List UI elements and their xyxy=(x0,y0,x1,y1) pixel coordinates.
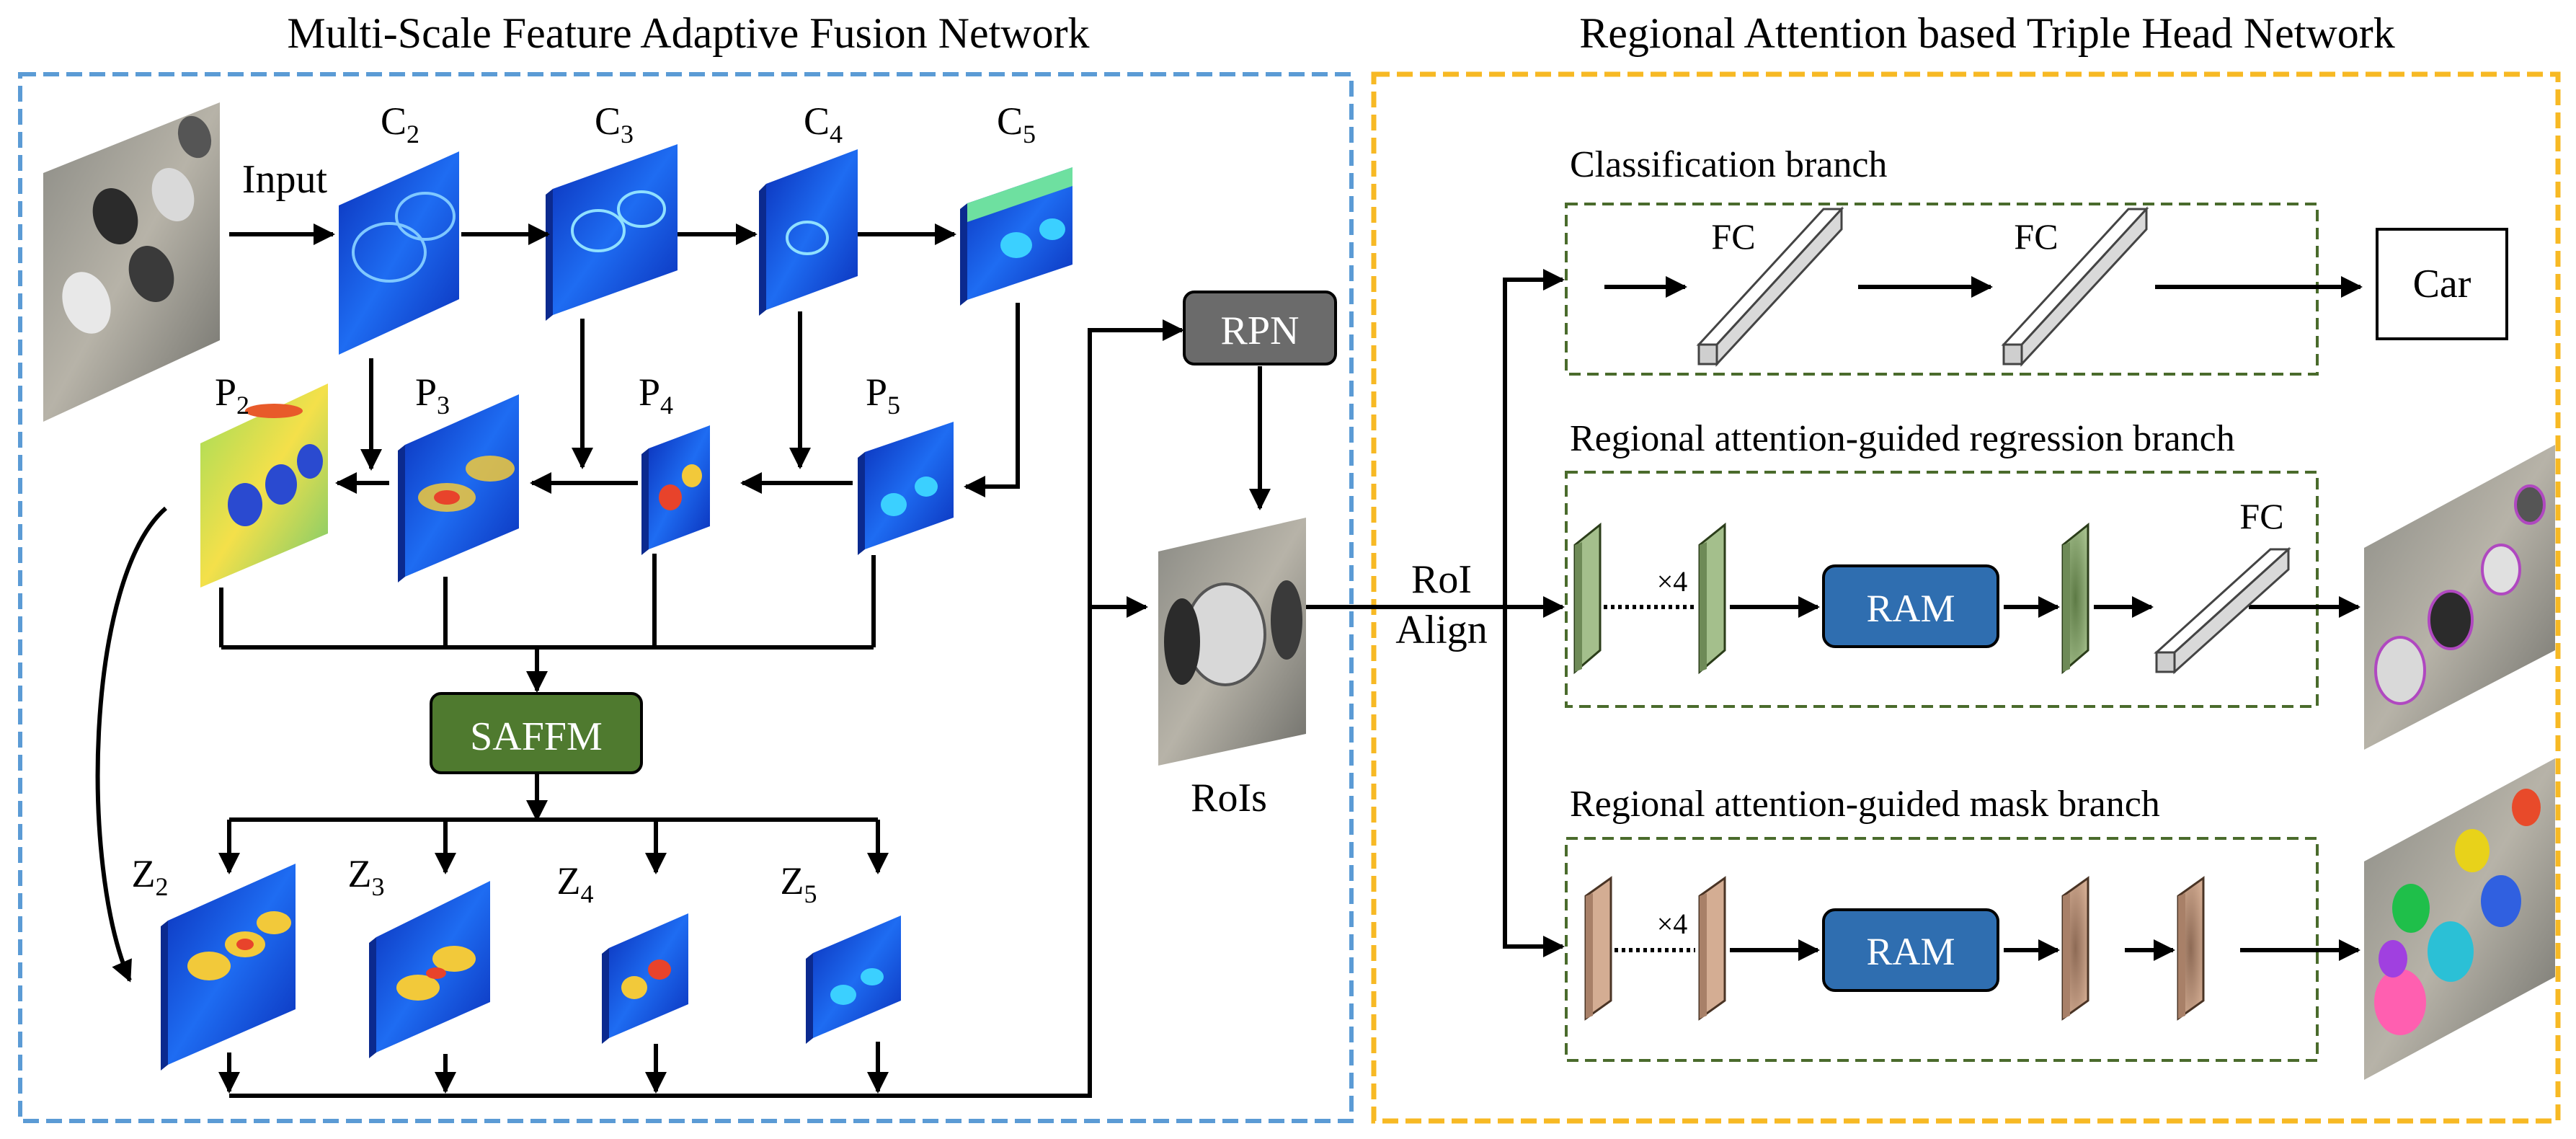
regression-output-image xyxy=(2364,445,2555,750)
fc-layer-1 xyxy=(1696,206,1844,367)
left-section-border xyxy=(18,72,1354,1123)
fc-layer-3 xyxy=(2154,546,2291,675)
label-p2: P2 xyxy=(215,371,249,420)
regression-plate-2 xyxy=(1698,522,1726,675)
rpn-module: RPN xyxy=(1183,291,1337,365)
rois-image xyxy=(1158,518,1306,766)
rpn-label: RPN xyxy=(1221,309,1300,353)
fc-label-2: FC xyxy=(2014,216,2058,257)
fc-label-1: FC xyxy=(1711,216,1755,257)
c-arrows xyxy=(229,223,1020,497)
feature-map-z2 xyxy=(161,864,296,1071)
input-image xyxy=(43,102,220,422)
regression-ram-module: RAM xyxy=(1822,564,1999,648)
saffm-label: SAFFM xyxy=(470,714,603,759)
feature-map-c2 xyxy=(339,151,459,355)
label-z4: Z4 xyxy=(557,859,594,908)
regression-plate-1 xyxy=(1573,522,1602,675)
mask-ram-module: RAM xyxy=(1822,908,1999,992)
label-p4: P4 xyxy=(639,371,673,420)
roi-align-label-line1: RoI xyxy=(1411,557,1472,602)
label-z5: Z5 xyxy=(781,859,817,908)
label-c2: C2 xyxy=(381,99,419,149)
label-c5: C5 xyxy=(997,99,1036,149)
label-c4: C4 xyxy=(804,99,843,149)
mask-plate-attention-2 xyxy=(2177,876,2205,1021)
feature-map-p4 xyxy=(641,425,710,555)
p-arrows xyxy=(95,472,889,983)
rois-label: RoIs xyxy=(1191,776,1267,820)
right-section-border xyxy=(1371,71,2561,1124)
feature-map-c4 xyxy=(759,149,858,316)
saffm-module: SAFFM xyxy=(430,692,643,774)
mask-ram-label: RAM xyxy=(1866,930,1955,973)
regression-branch-box xyxy=(1565,471,2319,708)
feature-map-p2 xyxy=(200,384,328,588)
regression-branch-label: Regional attention-guided regression bra… xyxy=(1570,418,2235,459)
regression-x4-label: ×4 xyxy=(1657,565,1688,598)
label-p3: P3 xyxy=(415,371,450,420)
car-output: Car xyxy=(2376,228,2508,340)
mask-x4-label: ×4 xyxy=(1657,908,1688,940)
feature-map-z5 xyxy=(806,916,901,1044)
mask-branch-label: Regional attention-guided mask branch xyxy=(1570,784,2160,825)
regression-plate-attention xyxy=(2061,522,2089,675)
fc-label-3: FC xyxy=(2239,496,2283,536)
feature-map-c3 xyxy=(546,144,678,321)
feature-map-z4 xyxy=(602,913,688,1044)
label-c3: C3 xyxy=(595,99,634,149)
regression-ram-label: RAM xyxy=(1866,587,1955,630)
mask-plate-2 xyxy=(1698,876,1726,1021)
mask-output-image xyxy=(2364,758,2555,1080)
label-z2: Z2 xyxy=(132,852,169,901)
fc-layer-2 xyxy=(2001,206,2149,367)
left-section-title: Multi-Scale Feature Adaptive Fusion Netw… xyxy=(287,9,1089,57)
label-p5: P5 xyxy=(866,371,900,420)
mask-plate-attention-1 xyxy=(2061,876,2089,1021)
z-output-arrows xyxy=(218,319,1271,1098)
right-section-title: Regional Attention based Triple Head Net… xyxy=(1579,9,2395,57)
car-label: Car xyxy=(2413,262,2471,306)
feature-map-z3 xyxy=(369,881,490,1058)
roi-align-arrows xyxy=(1306,269,1565,957)
mask-plate-1 xyxy=(1584,876,1612,1021)
classification-branch-label: Classification branch xyxy=(1570,144,1887,185)
roi-align-label-line2: Align xyxy=(1395,608,1488,652)
feature-map-c5 xyxy=(960,167,1072,306)
feature-map-p3 xyxy=(398,394,519,582)
input-label: Input xyxy=(242,157,328,202)
feature-map-p5 xyxy=(858,422,954,555)
label-z3: Z3 xyxy=(348,852,385,901)
